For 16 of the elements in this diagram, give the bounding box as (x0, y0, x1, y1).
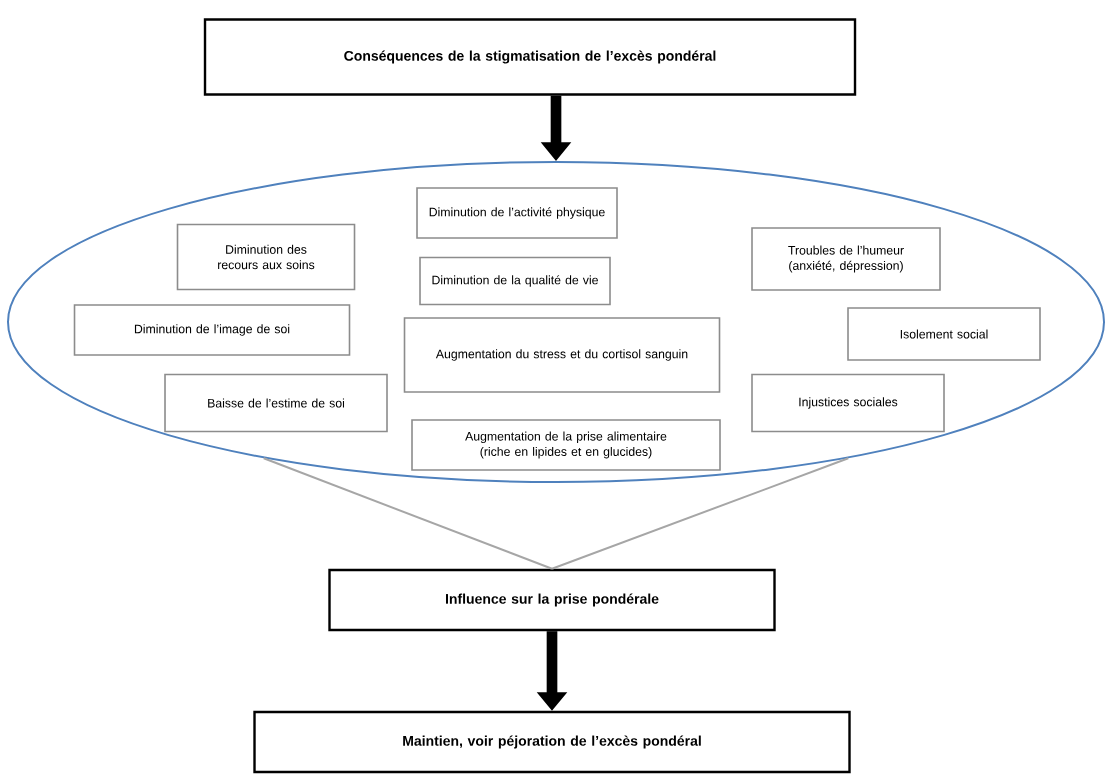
text-box: Baisse de l’estime de soi (164, 373, 388, 433)
heading-box: Influence sur la prise pondérale (328, 568, 776, 632)
funnel-line (262, 457, 553, 570)
text-box: Diminution de l’activité physique (416, 187, 618, 239)
funnel-line (551, 457, 850, 570)
heading-box: Maintien, voir péjoration de l’excès pondéral (253, 710, 851, 774)
text-box: Isolement social (847, 307, 1041, 361)
text-box: Diminution de l’image de soi (73, 304, 351, 356)
heading-box: Conséquences de la stigmatisation de l’excès pondéral (203, 18, 857, 96)
text-box: Injustices sociales (751, 373, 945, 433)
text-box: Troubles de l’humeur (anxiété, dépression) (751, 227, 941, 291)
text-box: Diminution de la qualité de vie (419, 256, 611, 306)
text-box: Diminution des recours aux soins (176, 223, 356, 291)
text-box: Augmentation de la prise alimentaire (riche en lipides et en glucides) (411, 419, 721, 471)
text-box: Augmentation du stress et du cortisol sanguin (403, 317, 721, 393)
ellipse-outline (7, 161, 1105, 483)
